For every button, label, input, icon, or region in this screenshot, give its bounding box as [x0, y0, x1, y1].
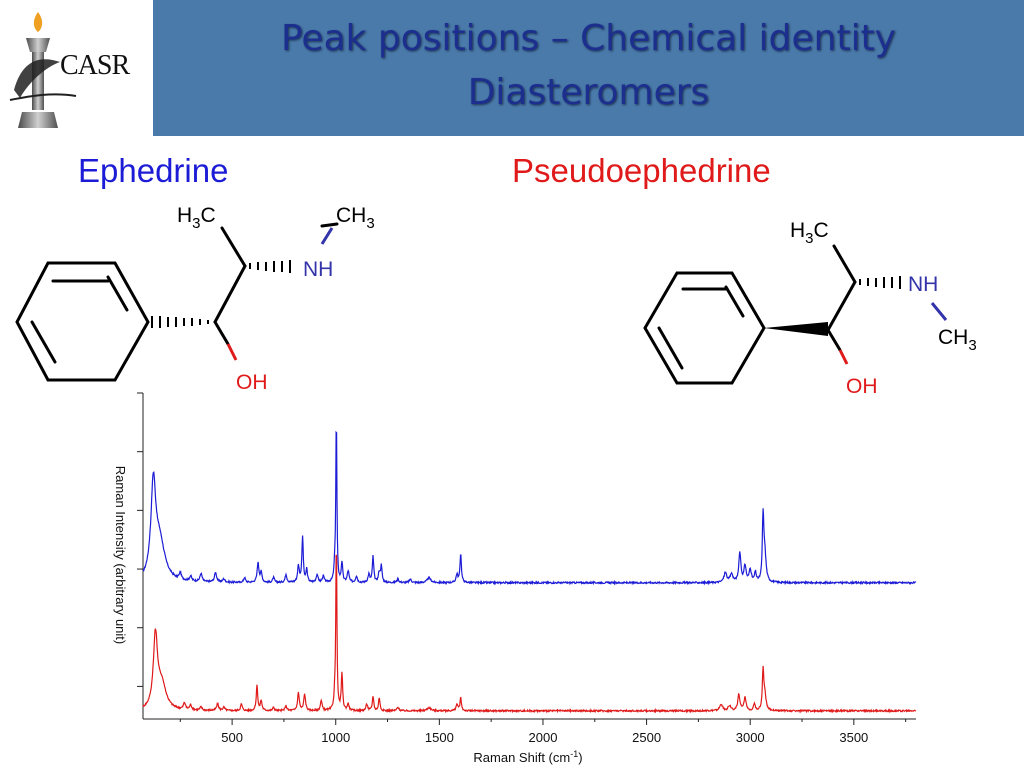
x-tick-label: 1500: [425, 730, 454, 745]
pseudoephedrine-amine: NH: [908, 273, 938, 296]
x-tick-label: 1000: [321, 730, 350, 745]
pseudoephedrine-benzene-ring: [643, 271, 766, 385]
logo-text: CASR: [60, 50, 130, 81]
y-axis-title: Raman Intensity (arbitrary unit): [113, 466, 128, 644]
slide-title-line-2: Diasteromers: [467, 72, 710, 113]
x-axis-title-close: ): [578, 750, 582, 765]
chess-king-pen-icon: [9, 12, 77, 128]
chart-ticks: 500 1000 1500 2000 2500 3000 3500: [137, 392, 907, 745]
series-line-ephedrine: [142, 430, 917, 586]
ephedrine-hydroxyl: OH: [236, 371, 268, 394]
logo: CASR: [0, 0, 153, 136]
pseudoephedrine-hydroxyl: OH: [846, 375, 878, 398]
x-axis-title-text: Raman Shift (cm: [473, 750, 570, 765]
x-tick-label: 3000: [736, 730, 765, 745]
slide-title-line-1: Peak positions – Chemical identity: [281, 18, 896, 59]
x-tick-label: 3500: [839, 730, 868, 745]
ephedrine-benzene-ring: [15, 261, 150, 382]
compound-label-pseudoephedrine: Pseudoephedrine: [512, 152, 771, 189]
x-tick-label: 500: [221, 730, 243, 745]
title-bar: Peak positions – Chemical identity Diast…: [153, 0, 1024, 136]
x-axis-title-sup: -1: [570, 749, 578, 759]
x-axis-title: Raman Shift (cm-1): [473, 749, 582, 765]
x-tick-label: 2000: [529, 730, 558, 745]
chart-axes: [142, 393, 916, 720]
compound-label-ephedrine: Ephedrine: [78, 152, 229, 189]
x-tick-label: 2500: [632, 730, 661, 745]
ephedrine-amine: NH: [303, 258, 333, 281]
series-line-pseudoephedrine: [142, 554, 917, 714]
chart-series: [142, 430, 917, 714]
